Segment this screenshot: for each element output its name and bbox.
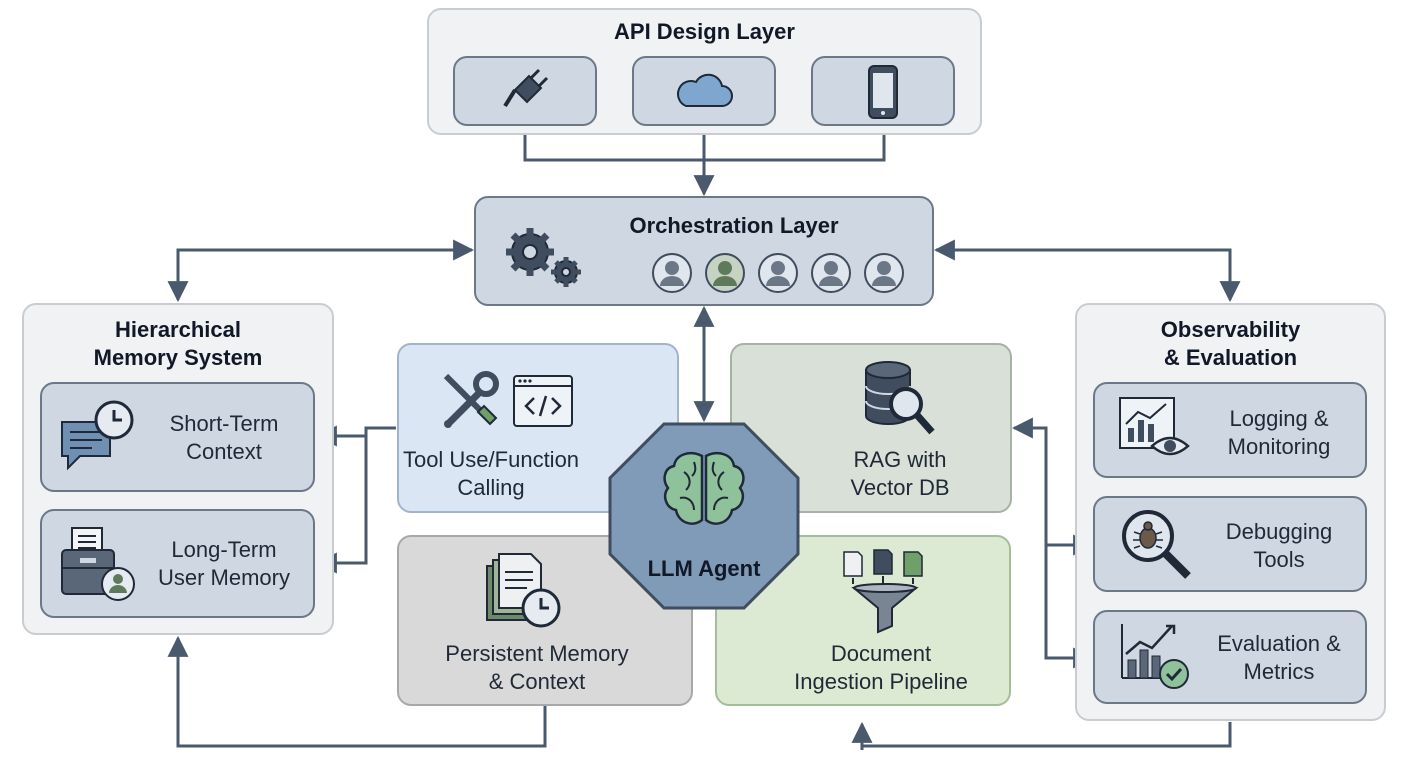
agent-avatar-icon: [811, 253, 851, 293]
agent-avatar-icon: [758, 253, 798, 293]
brain-icon: [663, 452, 745, 525]
agent-avatar-icon: [705, 253, 745, 293]
tool-use-label: Tool Use/Function Calling: [402, 447, 580, 500]
long-term-user-memory-label: Long-Term User Memory: [157, 537, 290, 590]
cloud-card[interactable]: [632, 56, 776, 126]
agent-avatar-icon: [652, 253, 692, 293]
document-ingestion-label: Document Ingestion Pipeline: [794, 641, 968, 694]
evaluation-metrics-card[interactable]: [1093, 610, 1367, 704]
debugging-tools-label: Debugging Tools: [1225, 519, 1333, 572]
evaluation-metrics-label: Evaluation & Metrics: [1217, 631, 1341, 684]
llm-agent-label: LLM Agent: [647, 556, 761, 581]
api-design-layer-title: API Design Layer: [614, 19, 795, 44]
metrics-check-icon: [1121, 624, 1189, 689]
chat-clock-icon: [61, 400, 134, 471]
code-window-icon: [513, 375, 573, 427]
ingestion-funnel-icon: [843, 549, 923, 634]
plug-icon: [503, 68, 549, 108]
orchestration-memory-wire: [167, 239, 475, 303]
llm-agent-octagon[interactable]: [608, 422, 800, 610]
agent-avatars: [652, 253, 904, 293]
tool-use-card[interactable]: [397, 343, 679, 513]
persistent-to-memory-wire: [167, 635, 547, 748]
orchestration-observability-wire: [933, 239, 1241, 303]
chart-eye-icon: [1119, 397, 1190, 456]
archive-user-icon: [61, 527, 135, 601]
orchestration-layer-title: Orchestration Layer: [629, 213, 839, 238]
observability-title: Observability & Evaluation: [1160, 317, 1301, 370]
short-term-context-label: Short-Term Context: [169, 411, 279, 464]
persistent-memory-label: Persistent Memory & Context: [445, 641, 629, 694]
api-to-orchestration-wire: [523, 126, 886, 194]
mobile-phone-icon: [868, 65, 898, 119]
logging-monitoring-label: Logging & Monitoring: [1227, 406, 1331, 459]
cloud-icon: [677, 73, 733, 107]
gears-icon: [506, 228, 581, 287]
ingestion-to-observability-wire: [862, 722, 1232, 750]
memory-system-title: Hierarchical Memory System: [93, 317, 263, 370]
agent-avatar-icon: [864, 253, 904, 293]
database-search-icon: [865, 361, 935, 435]
tool-to-memory-wire: [315, 425, 396, 447]
rag-to-observability-wire: [1011, 417, 1095, 669]
documents-clock-icon: [486, 553, 561, 628]
tools-icon: [443, 371, 499, 428]
bug-magnifier-icon: [1122, 510, 1191, 579]
rag-vector-db-label: RAG with Vector DB: [850, 447, 950, 500]
tool-to-longterm-wire: [315, 436, 368, 574]
